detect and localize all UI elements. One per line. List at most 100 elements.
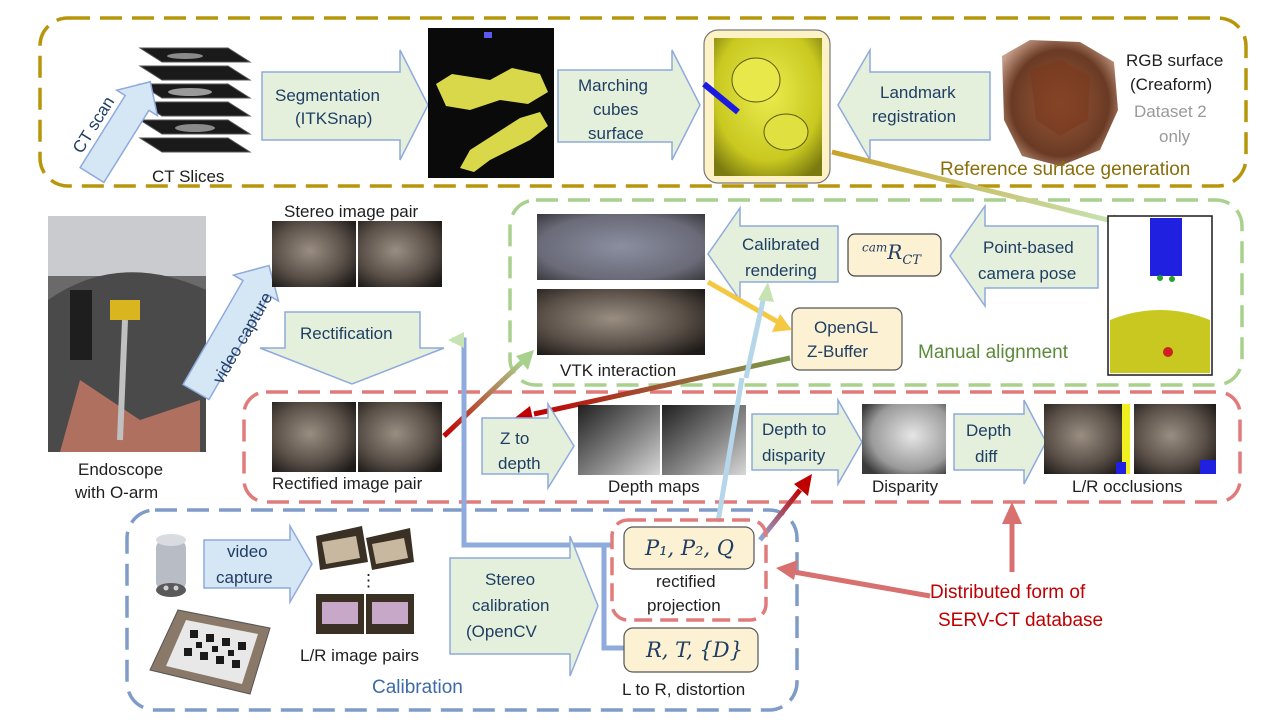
- opengl-label-1: OpenGL: [814, 318, 879, 337]
- marching-label-3: surface: [588, 124, 644, 143]
- r-symbol: R: [887, 240, 903, 264]
- distributed-label-1: Distributed form of: [930, 582, 1086, 603]
- point-based-pose-arrow: [949, 203, 1099, 309]
- stereo-cal-label-3: (OpenCV: [466, 622, 537, 641]
- ellipsis-label: ⋮: [360, 571, 377, 590]
- segmentation-arrow: [261, 49, 429, 161]
- occlusions-image: [1044, 404, 1216, 474]
- depth-diff-arrow: [953, 399, 1047, 485]
- surface-render: [702, 29, 831, 184]
- endoscope-photo: [48, 216, 206, 452]
- depth-diff-label-1: Depth: [966, 421, 1012, 440]
- z-to-depth-label-1: Z to: [500, 429, 530, 448]
- marching-label-1: Marching: [578, 76, 648, 95]
- calibrated-render-images: [537, 214, 705, 355]
- opengl-box: [791, 307, 903, 371]
- calib-video-label-2: capture: [216, 568, 273, 587]
- ct-slices-label: CT Slices: [152, 167, 225, 186]
- manual-panel-title: Manual alignment: [918, 342, 1068, 363]
- cam-r-ct-box: [847, 233, 942, 277]
- rectified-pair-label: Rectified image pair: [272, 474, 423, 493]
- calib-video-capture-arrow: [203, 523, 313, 605]
- depth-to-disp-label-1: Depth to: [762, 420, 827, 439]
- z-to-depth-label-2: depth: [498, 454, 541, 473]
- marching-label-2: cubes: [593, 100, 639, 119]
- depth-to-disp-label-2: disparity: [762, 446, 826, 465]
- surface-to-pose-arrow: [831, 149, 1117, 225]
- segmentation-image: [428, 28, 554, 178]
- rectification-arrow: [259, 311, 445, 385]
- occlusions-label: L/R occlusions: [1072, 477, 1183, 496]
- pq-to-depth-arrow: [715, 377, 745, 523]
- segmentation-label: Segmentation: [275, 86, 380, 105]
- ct-slices-image: [138, 47, 252, 153]
- rectified-proj-label-1: rectified: [656, 572, 716, 591]
- depth-maps-label: Depth maps: [608, 477, 700, 496]
- endoscope-label-1: Endoscope: [78, 460, 164, 479]
- depth-diff-label-2: diff: [975, 447, 998, 466]
- endoscope-image: [156, 534, 186, 597]
- calib-video-label-1: video: [227, 542, 268, 561]
- stereo-cal-label-2: calibration: [472, 596, 550, 615]
- landmark-registration-arrow: [837, 47, 991, 163]
- calib-rt-line: [601, 542, 624, 651]
- l-to-r-label: L to R, distortion: [622, 680, 746, 699]
- distributed-label-2: SERV-CT database: [938, 610, 1104, 631]
- depth-to-disparity-arrow: [751, 397, 863, 487]
- segmentation-tool-label: (ITKSnap): [295, 109, 373, 128]
- cam-r-ct-label: camRCT: [862, 240, 921, 269]
- lr-pairs-label: L/R image pairs: [300, 646, 420, 665]
- render-to-opengl-arrowhead: [772, 314, 792, 332]
- checkerboard-image: [149, 609, 271, 695]
- creaform-label: (Creaform): [1130, 75, 1213, 94]
- pq-to-calibrated-arrow: [743, 295, 767, 379]
- rt-formula: R, T, {D}: [646, 638, 743, 662]
- reference-panel-border: [38, 16, 1248, 188]
- stereo-calibration-arrow: [449, 535, 599, 677]
- calibrated-rendering-arrow: [707, 205, 839, 303]
- rgb-surface-label: RGB surface: [1126, 51, 1224, 70]
- rt-box: [623, 627, 759, 673]
- rectified-image-pair: [272, 402, 442, 472]
- distributed-to-projection-arrowhead: [776, 560, 798, 580]
- rectified-to-vtk-arrow: [442, 360, 524, 438]
- endoscope-label-2: with O-arm: [75, 483, 159, 502]
- rectified-projection-panel: [610, 518, 768, 622]
- point-based-label-2: camera pose: [978, 264, 1077, 283]
- vtk-label: VTK interaction: [560, 361, 677, 380]
- distributed-to-projection-arrow: [793, 569, 931, 599]
- disparity-label: Disparity: [872, 477, 939, 496]
- stereo-image-pair: [272, 221, 442, 287]
- lr-image-pairs: [316, 526, 414, 634]
- manual-panel-border: [508, 198, 1244, 387]
- depth-maps-image: [578, 405, 746, 475]
- only-label: only: [1159, 127, 1191, 146]
- pq-to-calibrated-arrowhead: [758, 282, 774, 302]
- rectified-to-vtk-arrowhead: [516, 350, 534, 370]
- calibrated-label-2: rendering: [745, 261, 817, 280]
- distributed-to-panel-arrowhead: [1002, 502, 1022, 524]
- pq-box: [623, 526, 755, 570]
- pq-to-disparity-arrowhead: [794, 474, 812, 496]
- marching-cubes-arrow: [557, 49, 701, 161]
- rectification-label: Rectification: [300, 324, 393, 343]
- ct-subscript: CT: [902, 253, 921, 268]
- stereo-pair-label: Stereo image pair: [284, 202, 419, 221]
- p-formula: P₁, P₂, Q: [645, 536, 735, 560]
- rgb-surface-image: [1002, 40, 1118, 166]
- opengl-label-2: Z-Buffer: [807, 342, 869, 361]
- calibration-panel-title: Calibration: [372, 677, 463, 698]
- landmark-label-1: Landmark: [880, 83, 956, 102]
- reference-panel-title: Reference surface generation: [940, 159, 1191, 180]
- point-based-label-1: Point-based: [983, 238, 1074, 257]
- cam-superscript: cam: [862, 240, 888, 255]
- disparity-image: [862, 404, 946, 474]
- camera-pose-image: [1107, 215, 1213, 376]
- dataset-label: Dataset 2: [1134, 102, 1207, 121]
- calib-blue-arrowhead-rect: [448, 332, 464, 348]
- render-to-opengl-arrow: [706, 279, 780, 325]
- z-to-depth-arrow: [481, 401, 575, 491]
- landmark-label-2: registration: [872, 107, 957, 126]
- ct-scan-arrow: [79, 80, 159, 184]
